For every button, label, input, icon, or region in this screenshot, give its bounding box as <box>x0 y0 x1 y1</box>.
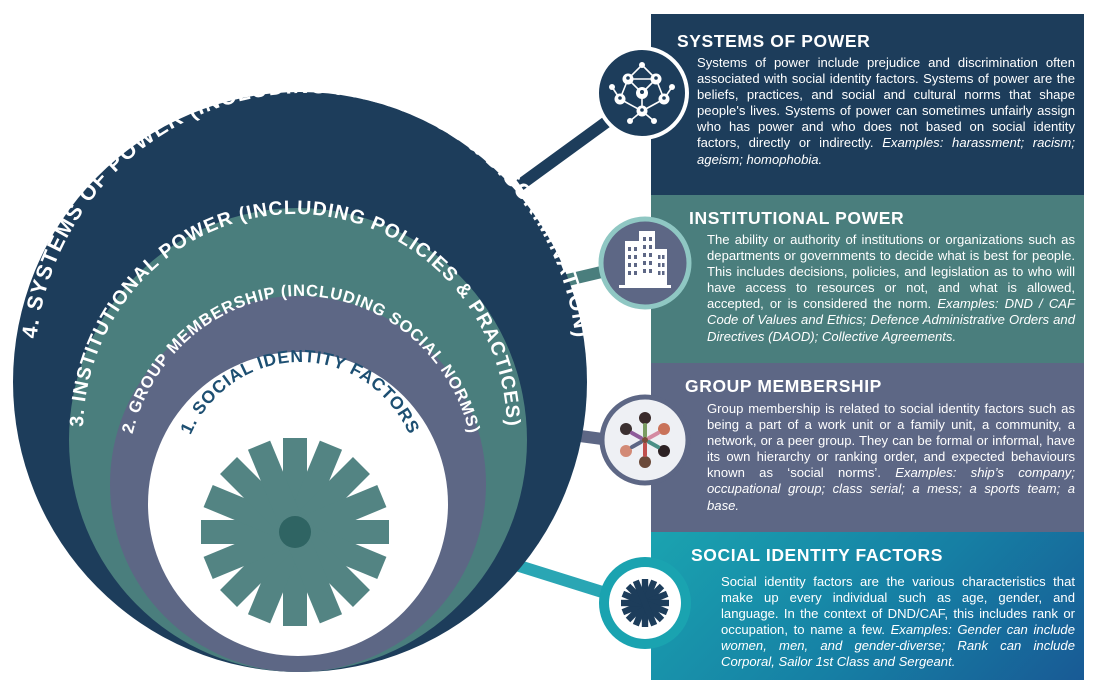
panel-social-identity-factors: SOCIAL IDENTITY FACTORS Social identity … <box>651 532 1084 680</box>
panel-title-systems: SYSTEMS OF POWER <box>677 31 871 51</box>
panel-institutional-power: INSTITUTIONAL POWER The ability or autho… <box>651 195 1084 363</box>
panel-group-membership: GROUP MEMBERSHIP Group membership is rel… <box>651 363 1084 532</box>
star-burst-icon <box>201 438 389 626</box>
panel-body-social: Social identity factors are the various … <box>721 574 1075 670</box>
connector-systems <box>516 113 616 190</box>
panel-title-social: SOCIAL IDENTITY FACTORS <box>691 545 944 565</box>
panel-body-institutional: The ability or authority of institutions… <box>707 232 1076 344</box>
panel-systems-of-power: SYSTEMS OF POWER Systems of power includ… <box>651 14 1084 195</box>
panel-body-systems: Systems of power include prejudice and d… <box>697 55 1075 167</box>
panel-body-group: Group membership is related to social id… <box>707 401 1075 513</box>
panel-title-group: GROUP MEMBERSHIP <box>685 376 882 396</box>
panel-title-institutional: INSTITUTIONAL POWER <box>689 208 905 228</box>
